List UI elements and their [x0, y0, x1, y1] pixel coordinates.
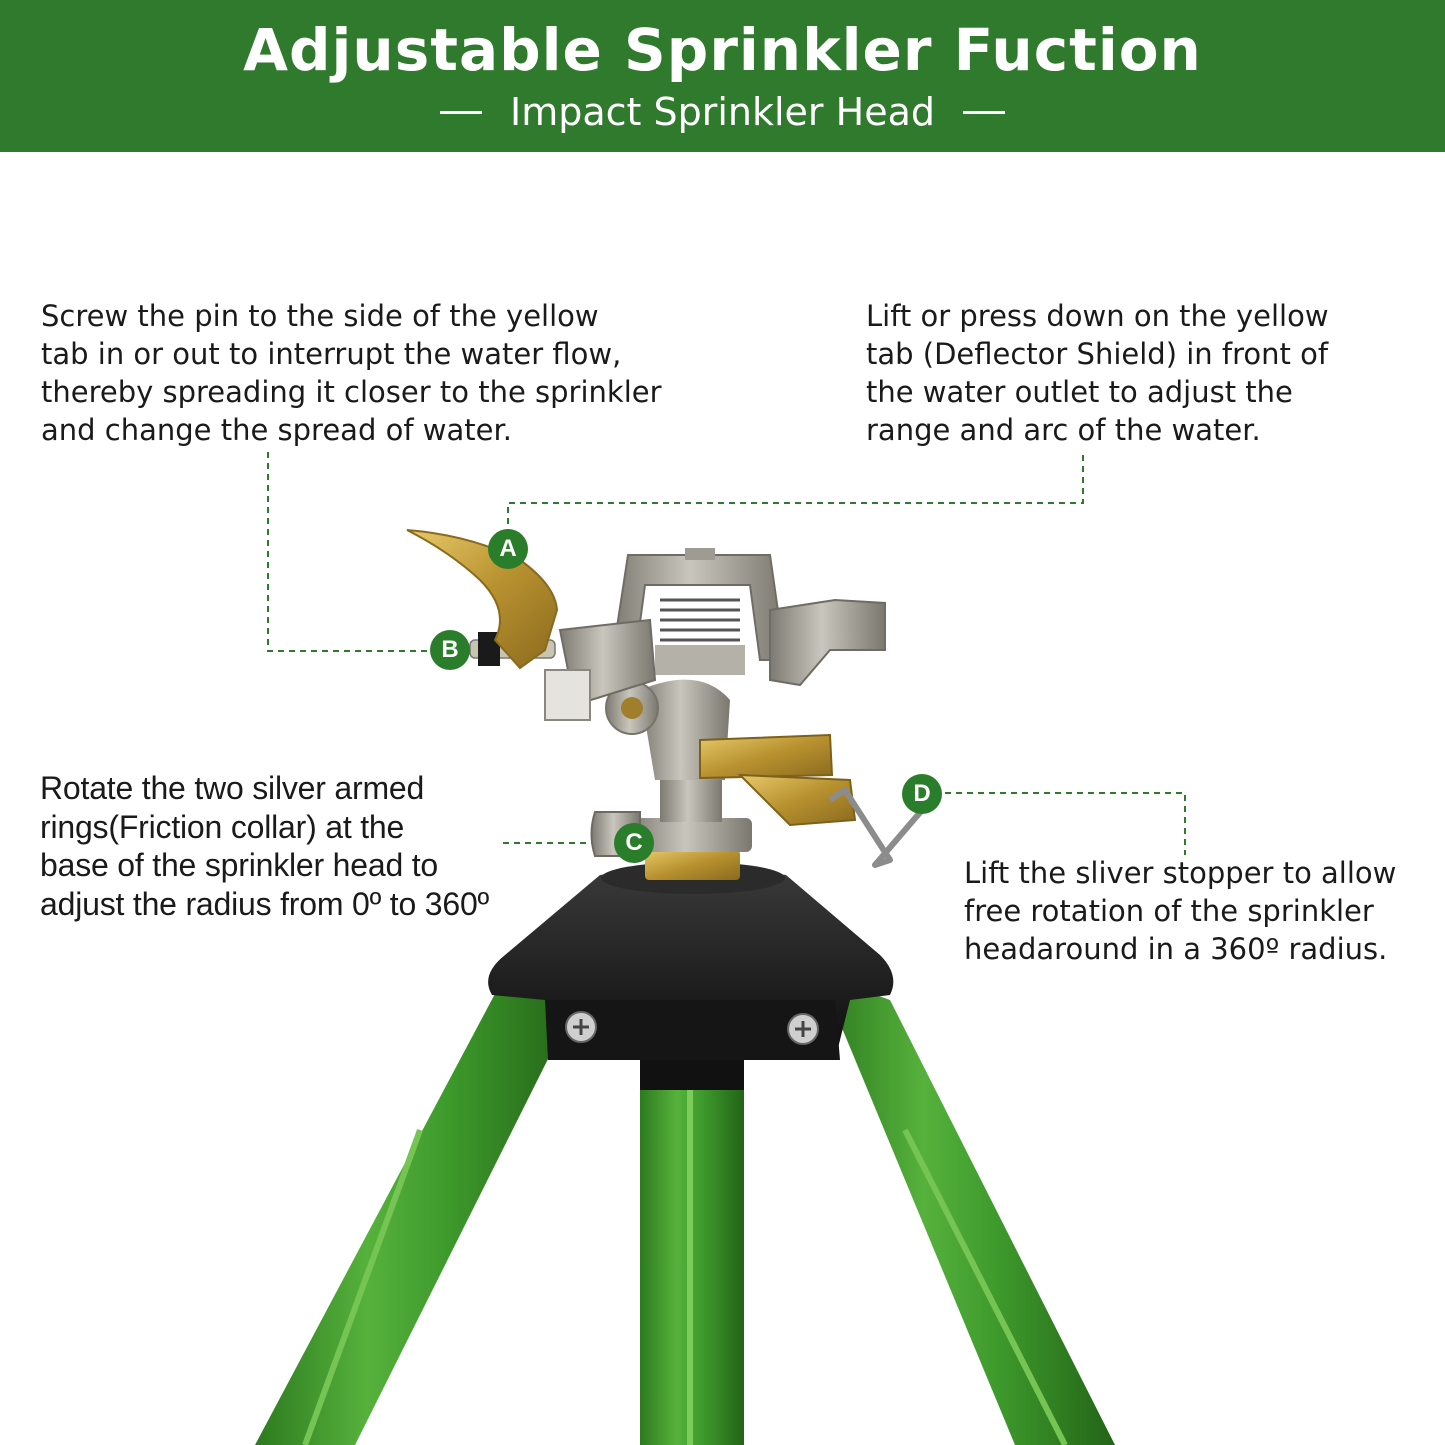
sprinkler-body — [469, 548, 886, 780]
collar-assembly — [590, 770, 752, 880]
marker-b: B — [430, 630, 470, 670]
stopper-assembly — [699, 733, 938, 868]
leader-a — [507, 455, 1084, 530]
dash-left — [439, 110, 482, 114]
tripod-legs — [255, 975, 1115, 1445]
leader-d — [945, 792, 1186, 855]
page-subtitle: Impact Sprinkler Head — [0, 90, 1445, 134]
page-title: Adjustable Sprinkler Fuction — [243, 16, 1202, 84]
callout-c-text: Rotate the two silver armed rings(Fricti… — [40, 770, 490, 922]
marker-c: C — [614, 823, 654, 863]
callout-d-text: Lift the sliver stopper to allow free ro… — [964, 856, 1397, 966]
callout-a-text: Lift or press down on the yellow tab (De… — [866, 299, 1329, 447]
left-leg — [255, 975, 575, 1445]
leader-b — [267, 452, 430, 652]
right-leg — [820, 975, 1115, 1445]
dash-right — [963, 110, 1005, 114]
title-banner: Adjustable Sprinkler Fuction Impact Spri… — [0, 0, 1445, 152]
callout-b-text: Screw the pin to the side of the yellow … — [41, 299, 662, 447]
subtitle-text: Impact Sprinkler Head — [509, 90, 935, 134]
marker-a: A — [488, 529, 528, 569]
marker-d: D — [902, 774, 942, 814]
